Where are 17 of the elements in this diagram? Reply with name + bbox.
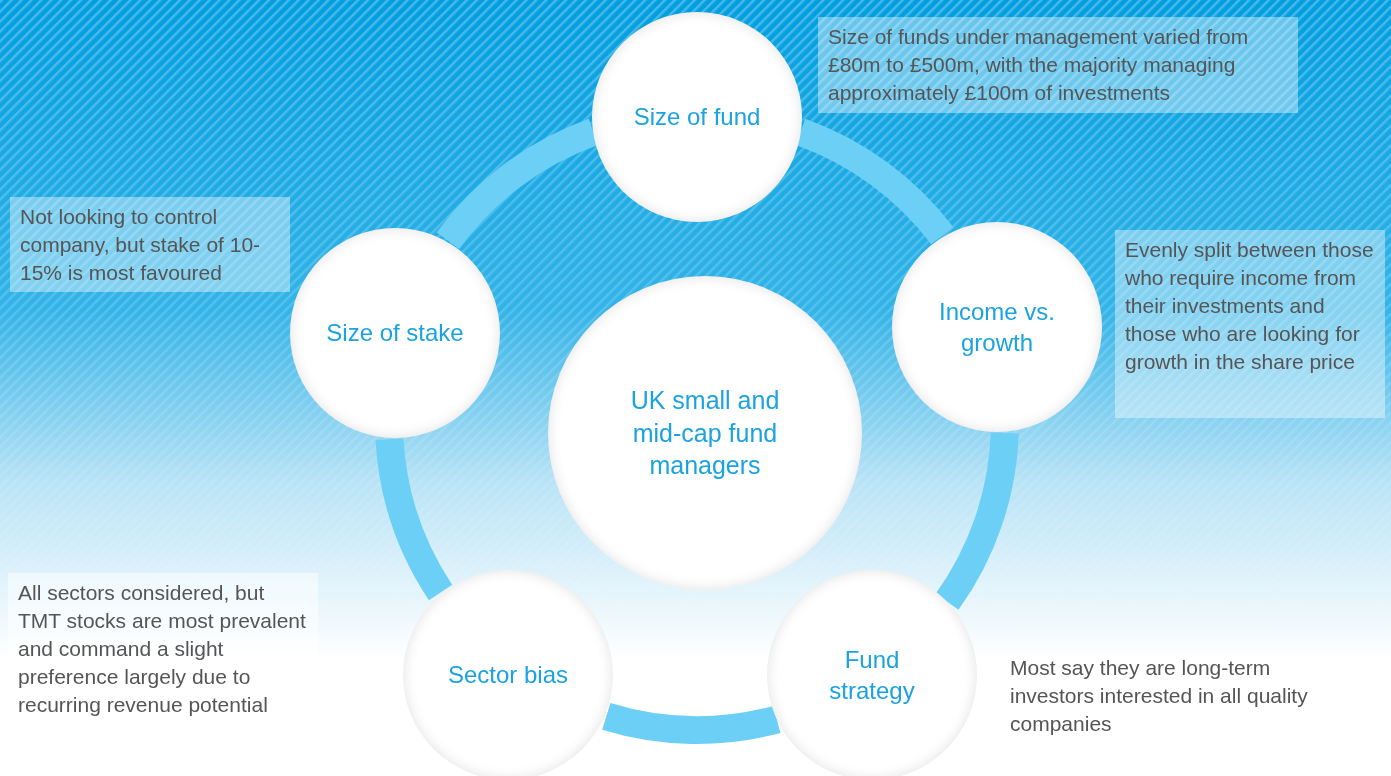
description-text: All sectors considered, but TMT stocks are most prevalent and command a slight preference largely due to recurring revenue potential: [18, 580, 307, 718]
description-box: [1115, 230, 1385, 418]
circle-label: Sector bias: [446, 660, 570, 691]
description-text: Not looking to control company, but stake of 10-15% is most favoured: [20, 204, 262, 286]
description-text: Most say they are long-term investors interested in all quality companies: [1010, 655, 1309, 737]
description-text: Evenly split between those who require income from their investments and those who are looking for growth in the share price: [1125, 237, 1375, 375]
ring-arc-connector: [935, 431, 1019, 610]
circle-label: Income vs. growth: [937, 296, 1056, 358]
circle-label: Size of fund: [632, 102, 762, 133]
circle-label: Fund strategy: [828, 644, 916, 706]
ring-arc-connector: [602, 702, 780, 744]
circle-label: Size of stake: [325, 318, 465, 349]
circle-label: UK small and mid-cap fund managers: [629, 385, 781, 482]
description-text: Size of funds under management varied from £80m to £500m, with the majority managing approximately £100m of investments: [828, 24, 1250, 106]
ring-arc-connector: [375, 437, 453, 600]
description-box: [10, 197, 290, 292]
description-box: [818, 17, 1298, 113]
